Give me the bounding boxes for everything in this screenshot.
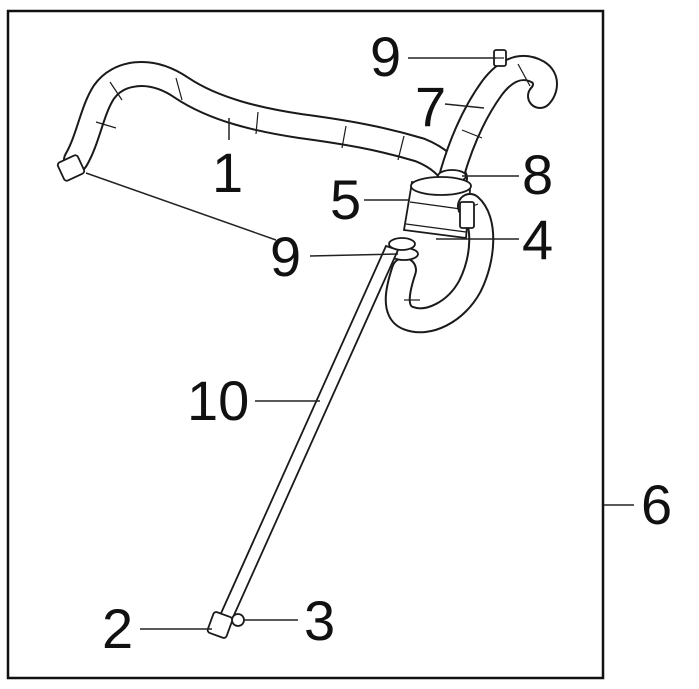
leader-9-mid-right xyxy=(309,253,399,257)
tube-part-10 xyxy=(216,244,400,626)
label-part-7: 7 xyxy=(415,75,446,138)
label-part-5: 5 xyxy=(330,168,361,231)
label-part-2: 2 xyxy=(102,597,133,660)
fitting-part-2 xyxy=(206,611,234,639)
bracket-part-4 xyxy=(384,193,495,334)
label-part-10: 10 xyxy=(187,369,249,432)
label-part-4: 4 xyxy=(522,208,553,271)
label-part-3: 3 xyxy=(304,589,335,652)
hose-part-1 xyxy=(56,61,468,191)
hose-part-7 xyxy=(439,55,558,187)
assembly-frame xyxy=(6,9,605,680)
label-part-9-mid: 9 xyxy=(270,225,301,288)
label-part-6: 6 xyxy=(641,473,672,536)
label-part-1: 1 xyxy=(212,141,243,204)
leader-7 xyxy=(444,103,485,109)
label-part-9-top: 9 xyxy=(370,25,401,88)
clip-part-3 xyxy=(231,613,245,627)
leader-9-mid xyxy=(85,172,277,241)
label-part-8: 8 xyxy=(522,143,553,206)
